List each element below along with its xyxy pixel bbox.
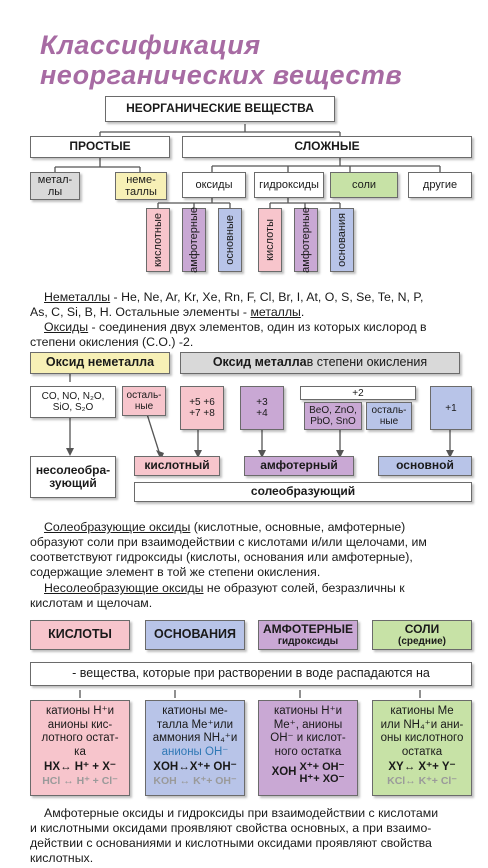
hydroxide-bases-box: основания bbox=[330, 208, 354, 272]
nonmetals-line: Неметаллы - He, Ne, Ar, Kr, Xe, Rn, F, C… bbox=[44, 290, 424, 304]
oxide-acidic-box: кислотные bbox=[146, 208, 170, 272]
salt-dissociation-box: катионы Me или NH₄⁺и ани- оны кислотного… bbox=[372, 700, 472, 796]
basic-oxide-box: основной bbox=[378, 456, 472, 476]
metal-oxide-box: Оксид металла в степени окисления bbox=[180, 352, 460, 374]
para2-line5: Несолеобразующие оксиды не образуют соле… bbox=[44, 581, 405, 595]
non-salt-forming-examples: CO, NO, N₂O,SiO, S₂O bbox=[30, 386, 116, 418]
hydroxides-box: гидроксиды bbox=[254, 172, 324, 198]
nonmetal-others-box: осталь-ные bbox=[122, 386, 166, 416]
salts-header: СОЛИ(средние) bbox=[372, 620, 472, 650]
amph-examples-box: BeO, ZnO,PbO, SnO bbox=[304, 402, 362, 430]
acid-dissociation-box: катионы H⁺и анионы кис- лотного остат- к… bbox=[30, 700, 130, 796]
salt-forming-box: солеобразующий bbox=[134, 482, 472, 502]
acids-header: КИСЛОТЫ bbox=[30, 620, 130, 650]
oxide-amphoteric-box: амфотерные bbox=[182, 207, 206, 273]
ox-state-34-box: +3+4 bbox=[240, 386, 284, 430]
para2-line6: кислотам и щелочам. bbox=[30, 596, 153, 610]
non-salt-forming-box: несолеобра-зующий bbox=[30, 456, 116, 498]
para3-line2: и кислотными оксидами проявляют свойства… bbox=[30, 821, 432, 835]
ox-state-high-box: +5 +6+7 +8 bbox=[180, 386, 224, 430]
nonmetals-box: неме- таллы bbox=[115, 172, 167, 200]
acidic-oxide-box: кислотный bbox=[134, 456, 220, 476]
salts-box: соли bbox=[330, 172, 398, 198]
para2-line2: образуют соли при взаимодействии с кисло… bbox=[30, 535, 427, 549]
title-line1: Классификация bbox=[40, 30, 261, 60]
nonmetal-oxide-box: Оксид неметалла bbox=[30, 352, 170, 374]
oxides-def-line2: степени окисления (С.О.) -2. bbox=[30, 335, 194, 349]
para3-line3: действии с основаниями и кислотными окси… bbox=[30, 836, 432, 850]
oxide-basic-box: основные bbox=[218, 208, 242, 272]
oxides-box: оксиды bbox=[182, 172, 246, 198]
definition-box: - вещества, которые при растворении в во… bbox=[30, 662, 472, 686]
hydroxide-acids-box: кислоты bbox=[258, 208, 282, 272]
para2-line3: соответствуют гидроксиды (кислоты, основ… bbox=[30, 550, 413, 564]
metals-line: As, C, Si, B, H. Остальные элементы - ме… bbox=[30, 305, 305, 319]
para3-line1: Амфотерные оксиды и гидроксиды при взаим… bbox=[44, 806, 439, 820]
simple-box: ПРОСТЫЕ bbox=[30, 136, 170, 158]
ox2-others-box: осталь-ные bbox=[366, 402, 412, 430]
amphoteric-oxide-box: амфотерный bbox=[244, 456, 354, 476]
oxides-def-line: Оксиды - соединения двух элементов, один… bbox=[44, 320, 427, 334]
root-box: НЕОРГАНИЧЕСКИЕ ВЕЩЕСТВА bbox=[105, 96, 335, 122]
others-box: другие bbox=[408, 172, 472, 198]
base-dissociation-box: катионы ме- талла Me⁺или аммония NH₄⁺и а… bbox=[145, 700, 245, 796]
title-line2: неорганических веществ bbox=[40, 60, 403, 90]
bases-header: ОСНОВАНИЯ bbox=[145, 620, 245, 650]
complex-box: СЛОЖНЫЕ bbox=[182, 136, 472, 158]
ox-state-1-box: +1 bbox=[430, 386, 472, 430]
para2-line1: Солеобразующие оксиды (кислотные, основн… bbox=[44, 520, 406, 534]
metals-box: метал- лы bbox=[30, 172, 80, 200]
para2-line4: содержащие элемент в той же степени окис… bbox=[30, 565, 321, 579]
hydroxide-amphoteric-box: амфотерные bbox=[294, 207, 318, 273]
ox-state-2-box: +2 bbox=[300, 386, 416, 400]
para3-line4: кислотных. bbox=[30, 851, 94, 865]
amph-dissociation-box: катионы H⁺и Me⁺, анионы OH⁻ и кислот- но… bbox=[258, 700, 358, 796]
